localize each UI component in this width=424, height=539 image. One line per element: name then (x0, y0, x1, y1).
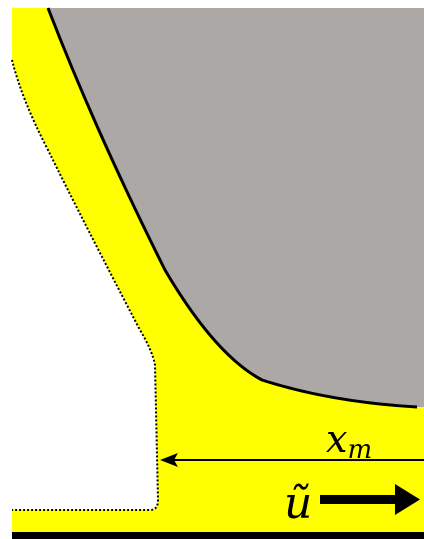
velocity-arrow-shaft (320, 495, 398, 504)
distance-label-subscript: m (347, 435, 372, 465)
solid-body (48, 8, 424, 407)
distance-arrow-head (160, 453, 178, 467)
distance-label: xm (326, 417, 372, 465)
bottom-wall (12, 532, 424, 539)
velocity-label: ũ (284, 478, 312, 529)
free-surface-outline (11, 59, 160, 511)
body-boundary-line (46, 7, 418, 409)
velocity-arrow-head (395, 484, 420, 515)
